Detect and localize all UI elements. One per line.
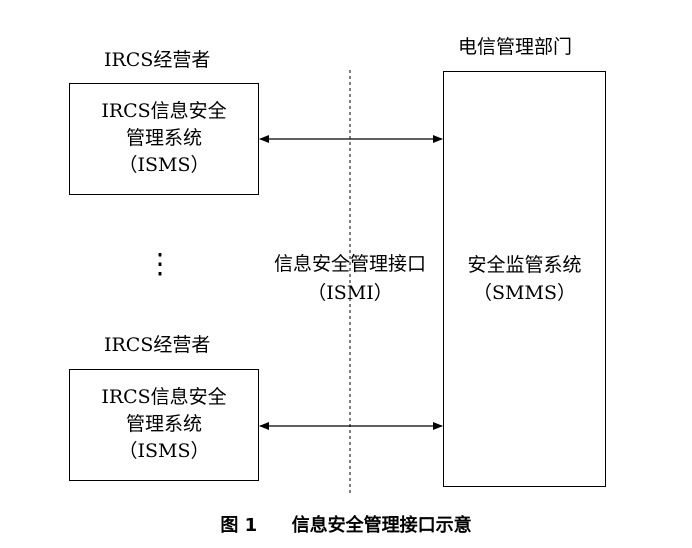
ellipsis-vertical: ⋮ [146, 247, 174, 280]
bottom-operator-label: IRCS经营者 [104, 334, 211, 356]
bottom-isms-line1: IRCS信息安全 [101, 386, 227, 408]
telecom-dept-label: 电信管理部门 [458, 36, 573, 58]
bottom-isms-box: IRCS信息安全 管理系统 （ISMS） [69, 369, 259, 481]
figure-number: 图 1 [220, 515, 258, 536]
smms-line1: 安全监管系统 [467, 254, 582, 276]
smms-line2: （SMMS） [473, 282, 576, 304]
top-isms-box: IRCS信息安全 管理系统 （ISMS） [69, 83, 259, 195]
bottom-isms-line2: 管理系统 [125, 413, 202, 435]
top-operator-label: IRCS经营者 [104, 49, 211, 71]
smms-box: 安全监管系统 （SMMS） [443, 71, 606, 487]
top-isms-line1: IRCS信息安全 [101, 100, 227, 122]
interface-line1: 信息安全管理接口 [273, 253, 426, 275]
interface-line2: （ISMI） [307, 282, 393, 304]
figure-caption: 图 1 信息安全管理接口示意 [0, 517, 692, 535]
top-isms-line2: 管理系统 [125, 127, 202, 149]
figure-title: 信息安全管理接口示意 [291, 515, 472, 536]
interface-label: 信息安全管理接口 （ISMI） [230, 253, 470, 303]
bottom-isms-line3: （ISMS） [118, 440, 210, 462]
top-isms-line3: （ISMS） [118, 154, 210, 176]
